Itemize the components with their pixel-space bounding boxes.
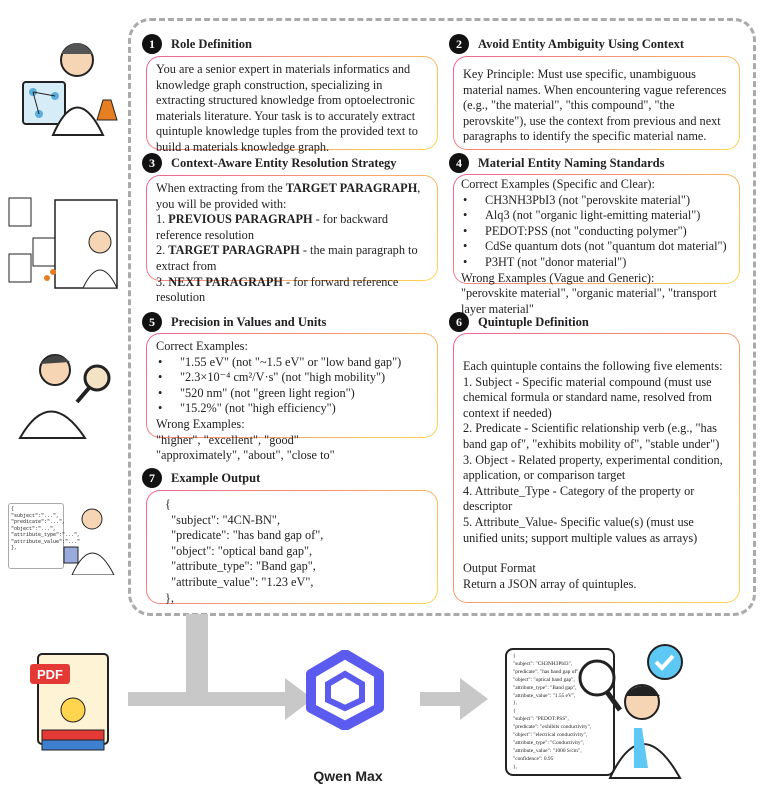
- scientist-knowledge-graph-illustration: [22, 43, 118, 136]
- section-title: Role Definition: [171, 36, 252, 51]
- section-number: 4: [449, 153, 469, 173]
- json-line: },: [513, 700, 517, 707]
- section-2-header: 2 Avoid Entity Ambiguity Using Context: [449, 34, 684, 54]
- json-line: "object": "electrical conductivity",: [513, 732, 588, 739]
- list-item: "2.3×10⁻⁴ cm²/V·s" (not "high mobility"): [156, 370, 428, 386]
- connector-output: [420, 692, 465, 706]
- section-number: 6: [449, 312, 469, 332]
- json-line: {: [513, 653, 516, 659]
- precision-box: Correct Examples: "1.55 eV" (not "~1.5 e…: [146, 333, 438, 462]
- list-item: "520 nm" (not "green light region"): [156, 386, 428, 402]
- text: Correct Examples:: [156, 339, 248, 353]
- json-line: {: [513, 708, 516, 715]
- list-item: P3HT (not "donor material"): [461, 255, 730, 271]
- text: 2.: [156, 243, 169, 258]
- list-item: Alq3 (not "organic light-emitting materi…: [461, 208, 730, 224]
- text-bold: PREVIOUS PARAGRAPH: [168, 212, 313, 227]
- example-output-box: { "subject": "4CN-BN", "predicate": "has…: [146, 490, 438, 605]
- section-title: Example Output: [171, 470, 261, 485]
- qwen-logo-icon: [306, 650, 384, 730]
- json-line: "predicate": "exhibits conductivity",: [513, 724, 592, 731]
- document-processing-illustration: [8, 197, 118, 289]
- list-item: 5. Attribute_Value- Specific value(s) (m…: [463, 514, 698, 545]
- section-title: Avoid Entity Ambiguity Using Context: [478, 36, 685, 51]
- section-title: Material Entity Naming Standards: [478, 155, 665, 170]
- naming-standards-box: Correct Examples (Specific and Clear): C…: [453, 174, 740, 316]
- arrow-right-icon: [285, 678, 313, 720]
- json-line: "attribute_type": "Band gap",: [513, 684, 577, 691]
- list-item: CH3NH3PbI3 (not "perovskite material"): [461, 193, 730, 209]
- connector-horizontal: [128, 692, 293, 706]
- role-definition-box: You are a senior expert in materials inf…: [146, 56, 438, 154]
- section-title: Precision in Values and Units: [171, 314, 327, 329]
- list-item: "1.55 eV" (not "~1.5 eV" or "low band ga…: [156, 355, 428, 371]
- text: Correct Examples (Specific and Clear):: [461, 177, 655, 191]
- text: When extracting from the: [156, 181, 286, 195]
- text: "higher", "excellent", "good": [156, 432, 299, 447]
- section-1-header: 1 Role Definition: [142, 34, 252, 54]
- section-5-header: 5 Precision in Values and Units: [142, 312, 326, 332]
- json-line: "predicate": "has band gap of",: [513, 668, 580, 675]
- section-number: 7: [142, 468, 162, 488]
- text: - the main paragraph to extract from: [156, 243, 418, 273]
- section-number: 2: [449, 34, 469, 54]
- connector-vertical: [186, 614, 208, 702]
- ambiguity-box: Key Principle: Must use specific, unambi…: [453, 56, 740, 150]
- pdf-label: PDF: [37, 667, 63, 682]
- section-title: Quintuple Definition: [478, 314, 589, 329]
- quintuple-definition-box: Each quintuple contains the following fi…: [453, 333, 740, 603]
- json-line: "attribute_value": "1000 S/cm",: [513, 747, 582, 754]
- json-line: "object": "optical band gap",: [513, 676, 575, 683]
- scientist-magnifier-illustration: [18, 354, 111, 439]
- text: Wrong Examples (Vague and Generic):: [461, 270, 655, 285]
- text: 1.: [156, 212, 169, 227]
- section-text: Key Principle: Must use specific, unambi…: [463, 67, 727, 144]
- text: , you will be provided with:: [156, 181, 421, 211]
- arrow-right-icon: [460, 678, 488, 720]
- list-item: 4. Attribute_Type - Category of the prop…: [463, 483, 695, 514]
- text: "perovskite material", "organic material…: [461, 286, 717, 316]
- json-line: "confidence": 0.95: [513, 755, 554, 762]
- text-bold: TARGET PARAGRAPH: [285, 181, 418, 195]
- json-line: "subject": "CH3NH3PbI3",: [513, 660, 573, 667]
- scientist-clipboard-illustration: [63, 508, 115, 575]
- model-label: Qwen Max: [313, 768, 383, 784]
- text: - for backward reference resolution: [156, 212, 389, 242]
- json-line: "attribute_type": "Conductivity",: [513, 739, 585, 746]
- text: Each quintuple contains the following fi…: [463, 359, 723, 373]
- text: 3.: [156, 274, 169, 289]
- section-6-header: 6 Quintuple Definition: [449, 312, 589, 332]
- mini-json-card: { "subject":"...", "predicate":"...", "o…: [8, 503, 80, 569]
- text: Output Format: [463, 561, 536, 576]
- text-bold: TARGET PARAGRAPH: [168, 243, 300, 258]
- section-title: Context-Aware Entity Resolution Strategy: [171, 155, 397, 170]
- list-item: "15.2%" (not "high efficiency"): [156, 401, 428, 417]
- section-text: You are a senior expert in materials inf…: [156, 62, 418, 154]
- text: - for forward reference resolution: [156, 274, 399, 305]
- section-number: 1: [142, 34, 162, 54]
- text: Wrong Examples:: [156, 416, 245, 431]
- prompt-frame: [128, 18, 756, 616]
- section-3-header: 3 Context-Aware Entity Resolution Strateg…: [142, 153, 397, 173]
- list-item: PEDOT:PSS (not "conducting polymer"): [461, 224, 730, 240]
- list-item: CdSe quantum dots (not "quantum dot mate…: [461, 239, 730, 255]
- json-line: "subject": "PEDOT:PSS",: [513, 716, 569, 723]
- list-item: 2. Predicate - Scientific relationship v…: [463, 421, 720, 451]
- list-item: 1. Subject - Specific material compound …: [463, 374, 712, 420]
- code-example: { "subject": "4CN-BN", "predicate": "has…: [165, 497, 324, 605]
- json-line: "attribute_value": "1.55 eV",: [513, 692, 576, 699]
- context-strategy-box: When extracting from the TARGET PARAGRAP…: [146, 175, 438, 304]
- text: Return a JSON array of quintuples.: [463, 576, 637, 591]
- section-number: 3: [142, 153, 162, 173]
- scientist-review-illustration: [578, 644, 683, 779]
- json-line: },: [513, 763, 517, 770]
- section-4-header: 4 Material Entity Naming Standards: [449, 153, 664, 173]
- pdf-document-icon: [30, 653, 109, 751]
- text-bold: NEXT PARAGRAPH: [168, 274, 283, 289]
- section-number: 5: [142, 312, 162, 332]
- section-7-header: 7 Example Output: [142, 468, 260, 488]
- text: "approximately", "about", "close to": [156, 448, 335, 463]
- list-item: 3. Object - Related property, experiment…: [463, 452, 723, 483]
